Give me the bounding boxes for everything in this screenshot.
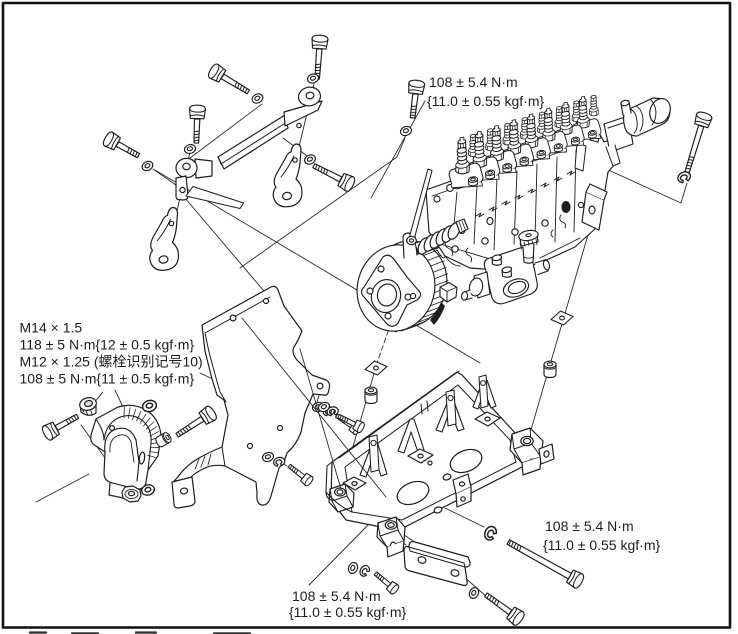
svg-text:M14 × 1.5: M14 × 1.5 <box>20 320 83 336</box>
svg-text:108 ± 5.4 N·m: 108 ± 5.4 N·m <box>292 588 381 604</box>
svg-text:108 ± 5 N·m{11 ± 0.5 kgf·m}: 108 ± 5 N·m{11 ± 0.5 kgf·m} <box>20 371 195 387</box>
svg-text:118 ± 5 N·m{12 ± 0.5 kgf·m}: 118 ± 5 N·m{12 ± 0.5 kgf·m} <box>20 337 195 353</box>
svg-text:{11.0 ± 0.55 kgf·m}: {11.0 ± 0.55 kgf·m} <box>543 537 660 553</box>
svg-text:M12 × 1.25 (螺栓识别记号10): M12 × 1.25 (螺栓识别记号10) <box>20 354 203 370</box>
svg-text:{11.0 ± 0.55 kgf·m}: {11.0 ± 0.55 kgf·m} <box>289 604 406 620</box>
svg-text:108 ± 5.4 N·m: 108 ± 5.4 N·m <box>545 518 634 534</box>
svg-text:108 ± 5.4 N·m: 108 ± 5.4 N·m <box>429 74 518 90</box>
svg-text:{11.0 ± 0.55 kgf·m}: {11.0 ± 0.55 kgf·m} <box>427 93 544 109</box>
